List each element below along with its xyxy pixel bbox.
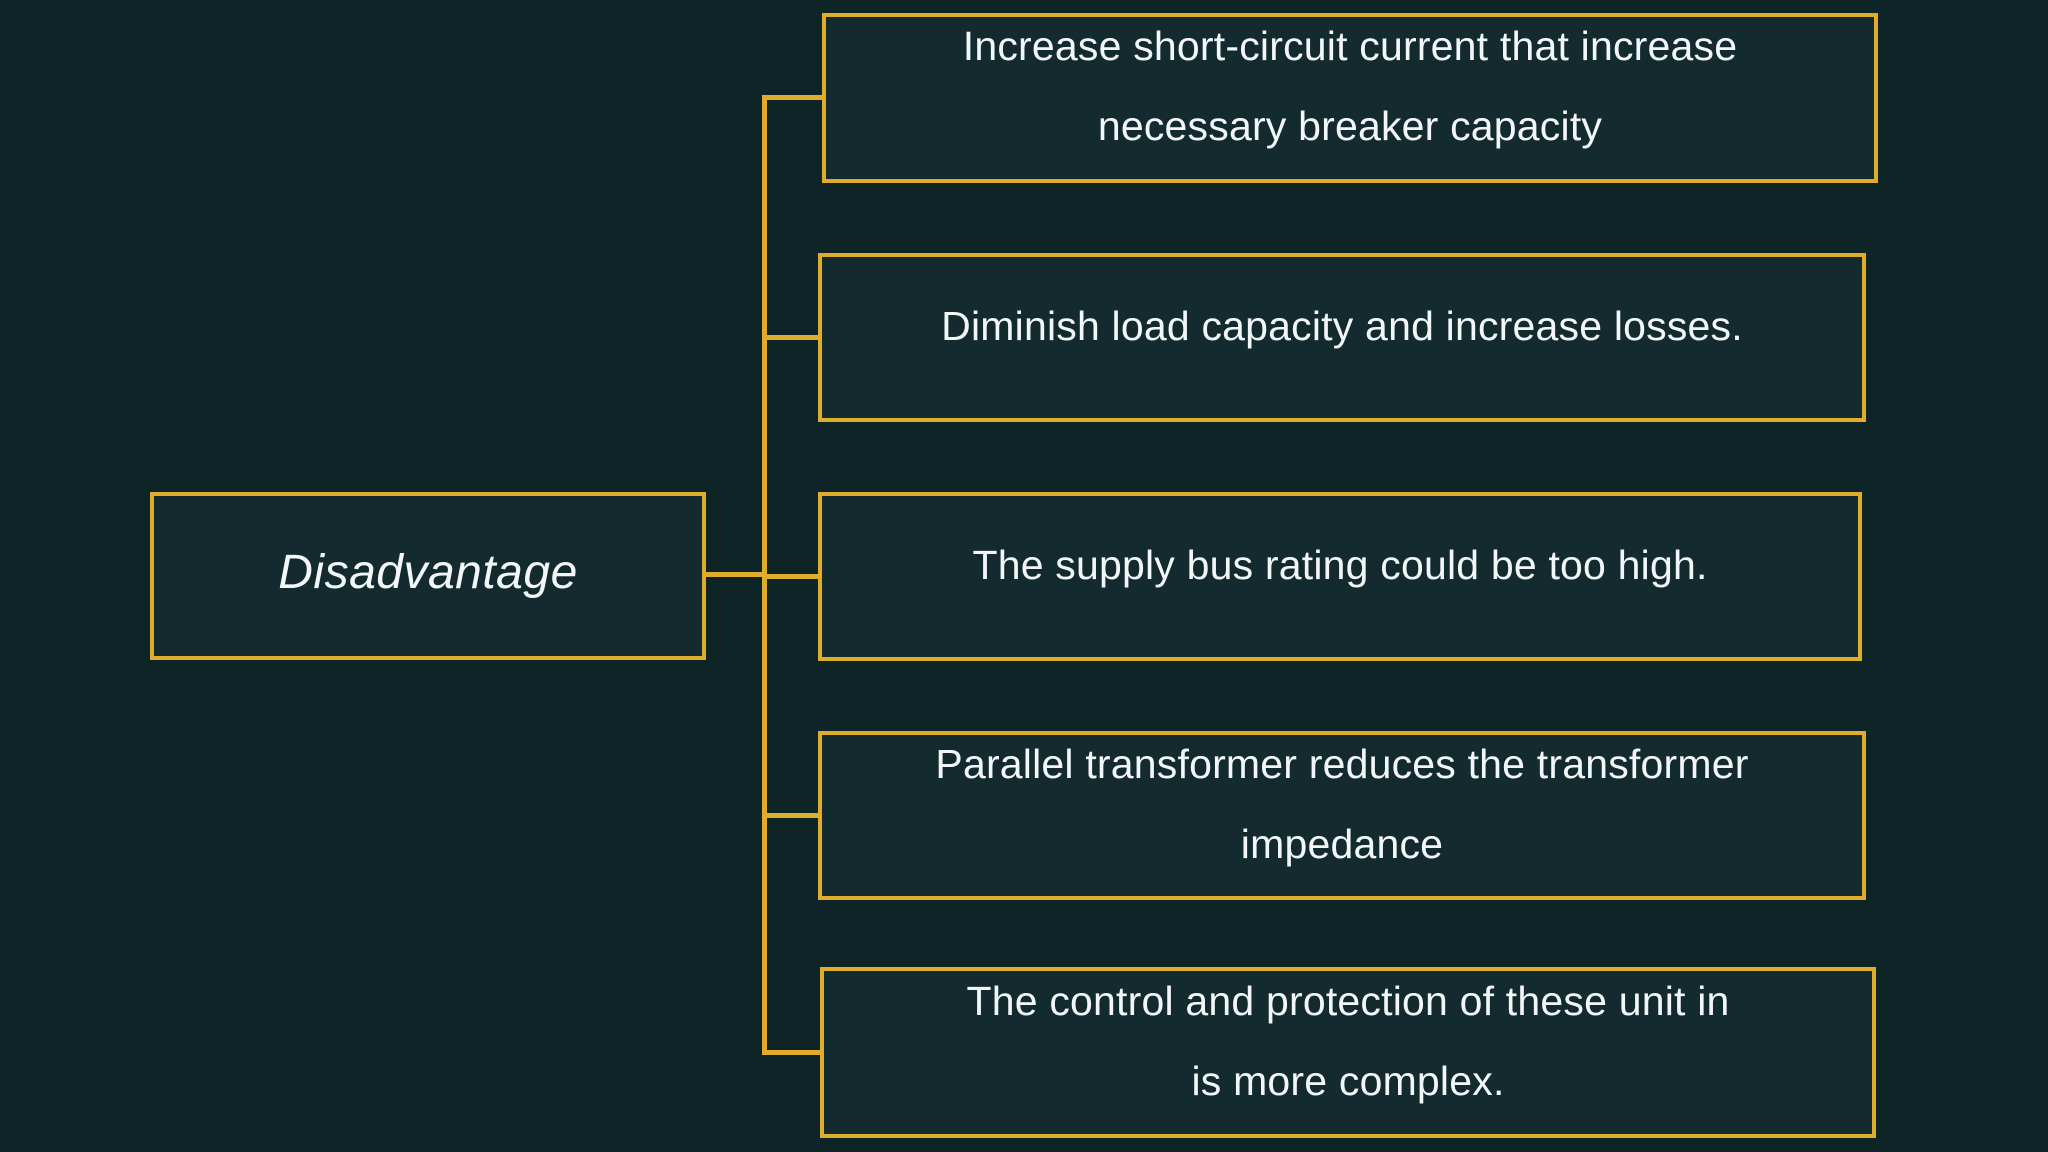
connector-stub-branch-3 [764, 574, 822, 579]
connector-stub-branch-2 [764, 335, 822, 340]
branch-box-control-protection: The control and protection of these unit… [820, 967, 1876, 1138]
branch-box-supply-bus-rating: The supply bus rating could be too high. [818, 492, 1862, 661]
connector-stub-branch-5 [764, 1050, 822, 1055]
branch-box-load-capacity: Diminish load capacity and increase loss… [818, 253, 1866, 422]
branch-box-label: Diminish load capacity and increase loss… [941, 302, 1743, 349]
connector-stub-branch-4 [764, 813, 822, 818]
branch-box-label: The control and protection of these unit… [966, 977, 1730, 1104]
root-box-disadvantage: Disadvantage [150, 492, 706, 660]
branch-box-label: Parallel transformer reduces the transfo… [935, 740, 1749, 867]
connector-stub-branch-1 [764, 95, 822, 100]
branch-box-label: Increase short-circuit current that incr… [962, 23, 1738, 149]
branch-box-short-circuit-current: Increase short-circuit current that incr… [822, 13, 1878, 183]
branch-box-label: The supply bus rating could be too high. [972, 541, 1708, 588]
connector-root-feeder [706, 572, 764, 577]
root-box-label: Disadvantage [278, 545, 578, 599]
branch-box-transformer-impedance: Parallel transformer reduces the transfo… [818, 731, 1866, 900]
